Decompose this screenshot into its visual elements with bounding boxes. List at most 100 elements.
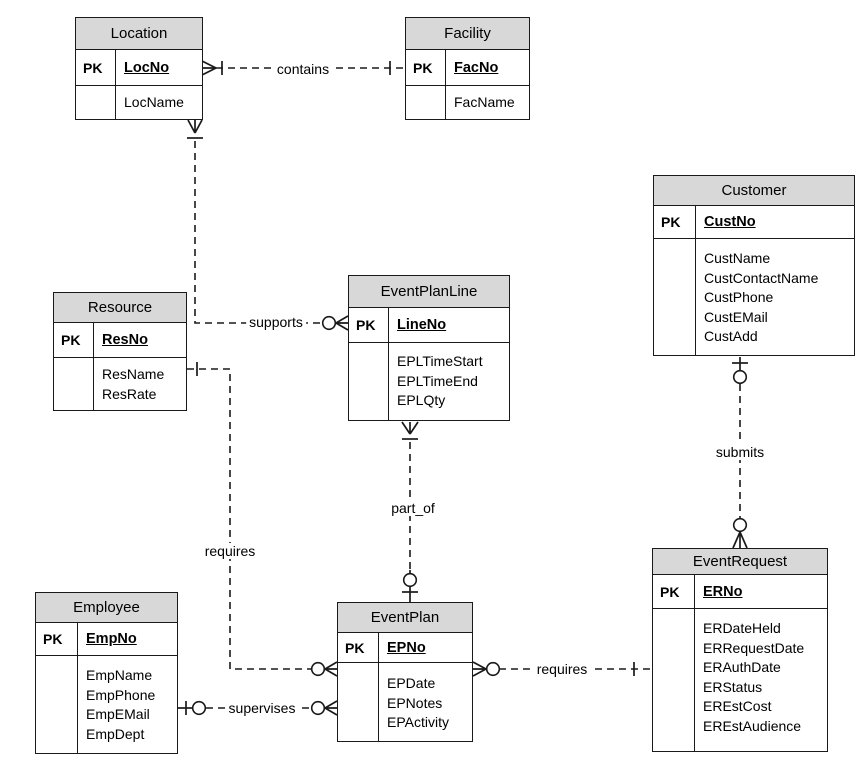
entity-title: EventPlan bbox=[338, 603, 472, 633]
pk-row: PK CustNo bbox=[654, 206, 854, 239]
entity-eventrequest: EventRequest PK ERNo ERDateHeld ERReques… bbox=[652, 548, 828, 752]
pk-attribute: FacNo bbox=[454, 59, 499, 76]
attribute: EmpEMail bbox=[86, 706, 150, 722]
entity-title: Facility bbox=[406, 18, 529, 50]
attribute: EmpPhone bbox=[86, 686, 156, 703]
entity-facility: Facility PK FacNo FacName bbox=[405, 17, 530, 120]
attribute: ERRequestDate bbox=[703, 639, 805, 656]
relationship-label-contains: contains bbox=[273, 61, 333, 77]
pk-spacer bbox=[338, 663, 379, 741]
pk-spacer bbox=[54, 358, 94, 410]
attribute: ERDateHeld bbox=[703, 620, 781, 636]
connector-contains bbox=[201, 60, 405, 76]
pk-spacer bbox=[653, 609, 695, 751]
pk-row: PK ResNo bbox=[54, 323, 186, 358]
attr-row: EmpName EmpPhone EmpEMail EmpDept bbox=[36, 656, 177, 753]
attribute: EREstAudience bbox=[703, 717, 802, 734]
attr-row: EPLTimeStart EPLTimeEnd EPLQty bbox=[349, 343, 509, 420]
attr-row: LocName bbox=[76, 86, 202, 119]
pk-spacer bbox=[349, 343, 389, 420]
attribute: EPNotes bbox=[387, 694, 443, 711]
pk-row: PK LineNo bbox=[349, 308, 509, 343]
pk-attribute: ResNo bbox=[102, 332, 148, 348]
pk-spacer bbox=[406, 86, 446, 119]
attribute: EPLQty bbox=[397, 392, 446, 408]
attribute: LocName bbox=[124, 94, 184, 110]
entity-eventplan: EventPlan PK EPNo EPDate EPNotes EPActiv… bbox=[337, 602, 473, 742]
attr-row: CustName CustContactName CustPhone CustE… bbox=[654, 239, 854, 355]
attribute: CustAdd bbox=[704, 328, 758, 344]
entity-title: Employee bbox=[36, 593, 177, 623]
attribute-list: FacName bbox=[446, 86, 515, 119]
pk-label: PK bbox=[76, 50, 116, 85]
attribute: EREstCost bbox=[703, 698, 772, 714]
entity-title: Resource bbox=[54, 293, 186, 323]
pk-row: PK EmpNo bbox=[36, 623, 177, 656]
pk-label: PK bbox=[54, 323, 94, 357]
pk-spacer bbox=[36, 656, 78, 753]
attribute: EPDate bbox=[387, 675, 436, 691]
attribute: EPActivity bbox=[387, 714, 449, 730]
pk-label: PK bbox=[338, 633, 379, 662]
entity-title: Customer bbox=[654, 176, 854, 206]
entity-title: Location bbox=[76, 18, 202, 50]
pk-spacer bbox=[76, 86, 116, 119]
pk-attribute: LocNo bbox=[124, 59, 170, 76]
attribute: FacName bbox=[454, 94, 515, 110]
attribute-list: EmpName EmpPhone EmpEMail EmpDept bbox=[78, 656, 155, 753]
relationship-label-submits: submits bbox=[712, 444, 768, 460]
attribute: EPLTimeEnd bbox=[397, 372, 478, 389]
entity-resource: Resource PK ResNo ResName ResRate bbox=[53, 292, 187, 411]
attr-row: FacName bbox=[406, 86, 529, 119]
attribute: EPLTimeStart bbox=[397, 353, 483, 369]
attribute: CustPhone bbox=[704, 289, 774, 305]
relationship-label-supports: supports bbox=[246, 314, 306, 330]
attribute: EmpDept bbox=[86, 725, 145, 742]
relationship-label-requires-eventrequest: requires bbox=[533, 661, 591, 677]
relationship-label-supervises: supervises bbox=[225, 700, 299, 716]
pk-attribute: EmpNo bbox=[86, 631, 137, 647]
attribute-list: EPLTimeStart EPLTimeEnd EPLQty bbox=[389, 343, 483, 420]
pk-label: PK bbox=[654, 206, 696, 238]
attribute: CustName bbox=[704, 250, 771, 266]
pk-label: PK bbox=[406, 50, 446, 85]
attr-row: ResName ResRate bbox=[54, 358, 186, 410]
attribute-list: ERDateHeld ERRequestDate ERAuthDate ERSt… bbox=[695, 609, 804, 751]
pk-attribute: EPNo bbox=[387, 639, 426, 656]
entity-title: EventPlanLine bbox=[349, 276, 509, 308]
attr-row: ERDateHeld ERRequestDate ERAuthDate ERSt… bbox=[653, 609, 827, 751]
entity-customer: Customer PK CustNo CustName CustContactN… bbox=[653, 175, 855, 356]
attribute: ERAuthDate bbox=[703, 659, 781, 675]
pk-attribute: CustNo bbox=[704, 214, 756, 230]
entity-employee: Employee PK EmpNo EmpName EmpPhone EmpEM… bbox=[35, 592, 178, 754]
attr-row: EPDate EPNotes EPActivity bbox=[338, 663, 472, 741]
pk-attribute: ERNo bbox=[703, 583, 743, 600]
connector-requires-resource bbox=[187, 362, 338, 677]
attribute-list: LocName bbox=[116, 86, 184, 119]
attribute: EmpName bbox=[86, 667, 153, 683]
attribute-list: CustName CustContactName CustPhone CustE… bbox=[696, 239, 818, 355]
pk-attribute: LineNo bbox=[397, 317, 447, 333]
pk-label: PK bbox=[36, 623, 78, 655]
entity-location: Location PK LocNo LocName bbox=[75, 17, 203, 120]
connector-supports bbox=[187, 119, 349, 331]
attribute: ERStatus bbox=[703, 678, 763, 695]
attribute: CustEMail bbox=[704, 308, 768, 325]
pk-spacer bbox=[654, 239, 696, 355]
attribute: ResName bbox=[102, 366, 165, 382]
attribute-list: EPDate EPNotes EPActivity bbox=[379, 663, 449, 741]
pk-label: PK bbox=[653, 575, 695, 608]
relationship-label-part-of: part_of bbox=[388, 500, 438, 516]
entity-title: EventRequest bbox=[653, 549, 827, 575]
relationship-label-requires-resource: requires bbox=[201, 543, 259, 559]
pk-row: PK FacNo bbox=[406, 50, 529, 86]
attribute-list: ResName ResRate bbox=[94, 358, 164, 410]
pk-row: PK EPNo bbox=[338, 633, 472, 663]
attribute: CustContactName bbox=[704, 269, 819, 286]
pk-row: PK ERNo bbox=[653, 575, 827, 609]
entity-eventplanline: EventPlanLine PK LineNo EPLTimeStart EPL… bbox=[348, 275, 510, 421]
attribute: ResRate bbox=[102, 385, 157, 402]
pk-label: PK bbox=[349, 308, 389, 342]
